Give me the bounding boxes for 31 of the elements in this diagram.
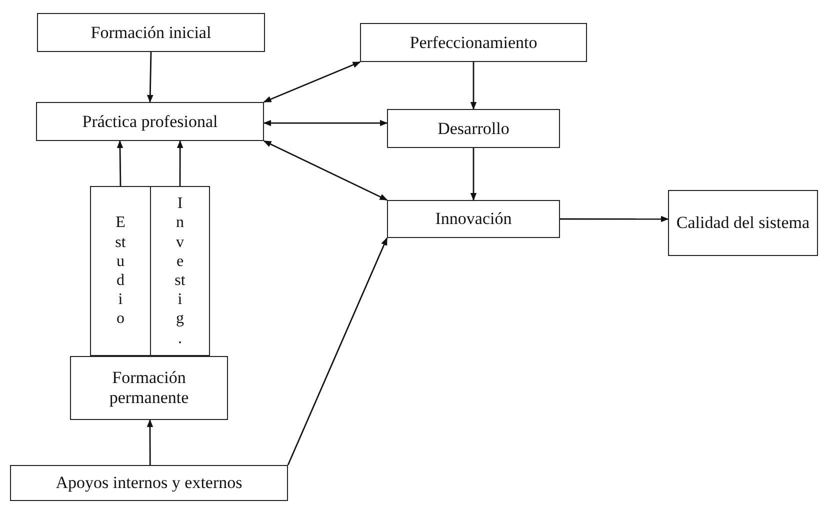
process-box <box>668 190 818 256</box>
process-box <box>360 23 587 62</box>
node-label: Práctica profesional <box>82 112 218 132</box>
process-box <box>387 109 560 148</box>
node-label: Calidad del sistema <box>676 213 810 233</box>
arrow <box>470 62 477 110</box>
process-box <box>70 356 228 420</box>
arrow <box>287 237 388 466</box>
arrow <box>116 140 124 186</box>
arrow <box>263 61 361 103</box>
vertical-label-box <box>90 186 151 356</box>
node-label: Innovación <box>435 209 512 229</box>
node-label: Desarrollo <box>438 118 510 138</box>
arrow <box>263 120 388 126</box>
node-label: Apoyos internos y externos <box>56 473 242 493</box>
process-box <box>37 13 265 52</box>
process-box <box>387 200 560 238</box>
node-label: Perfeccionamiento <box>410 32 538 52</box>
vertical-label-box <box>150 186 210 356</box>
node-label: Estudio <box>114 213 126 329</box>
node-label: Formación inicial <box>90 22 212 42</box>
arrow <box>263 140 388 201</box>
arrow <box>146 52 154 103</box>
arrow <box>470 148 477 201</box>
arrow <box>176 140 184 186</box>
process-box <box>36 102 264 141</box>
process-box <box>10 465 288 501</box>
node-label: Investig. <box>174 194 186 348</box>
node-label: Formación permanente <box>108 368 190 408</box>
arrow <box>146 419 154 465</box>
arrow <box>560 216 669 222</box>
